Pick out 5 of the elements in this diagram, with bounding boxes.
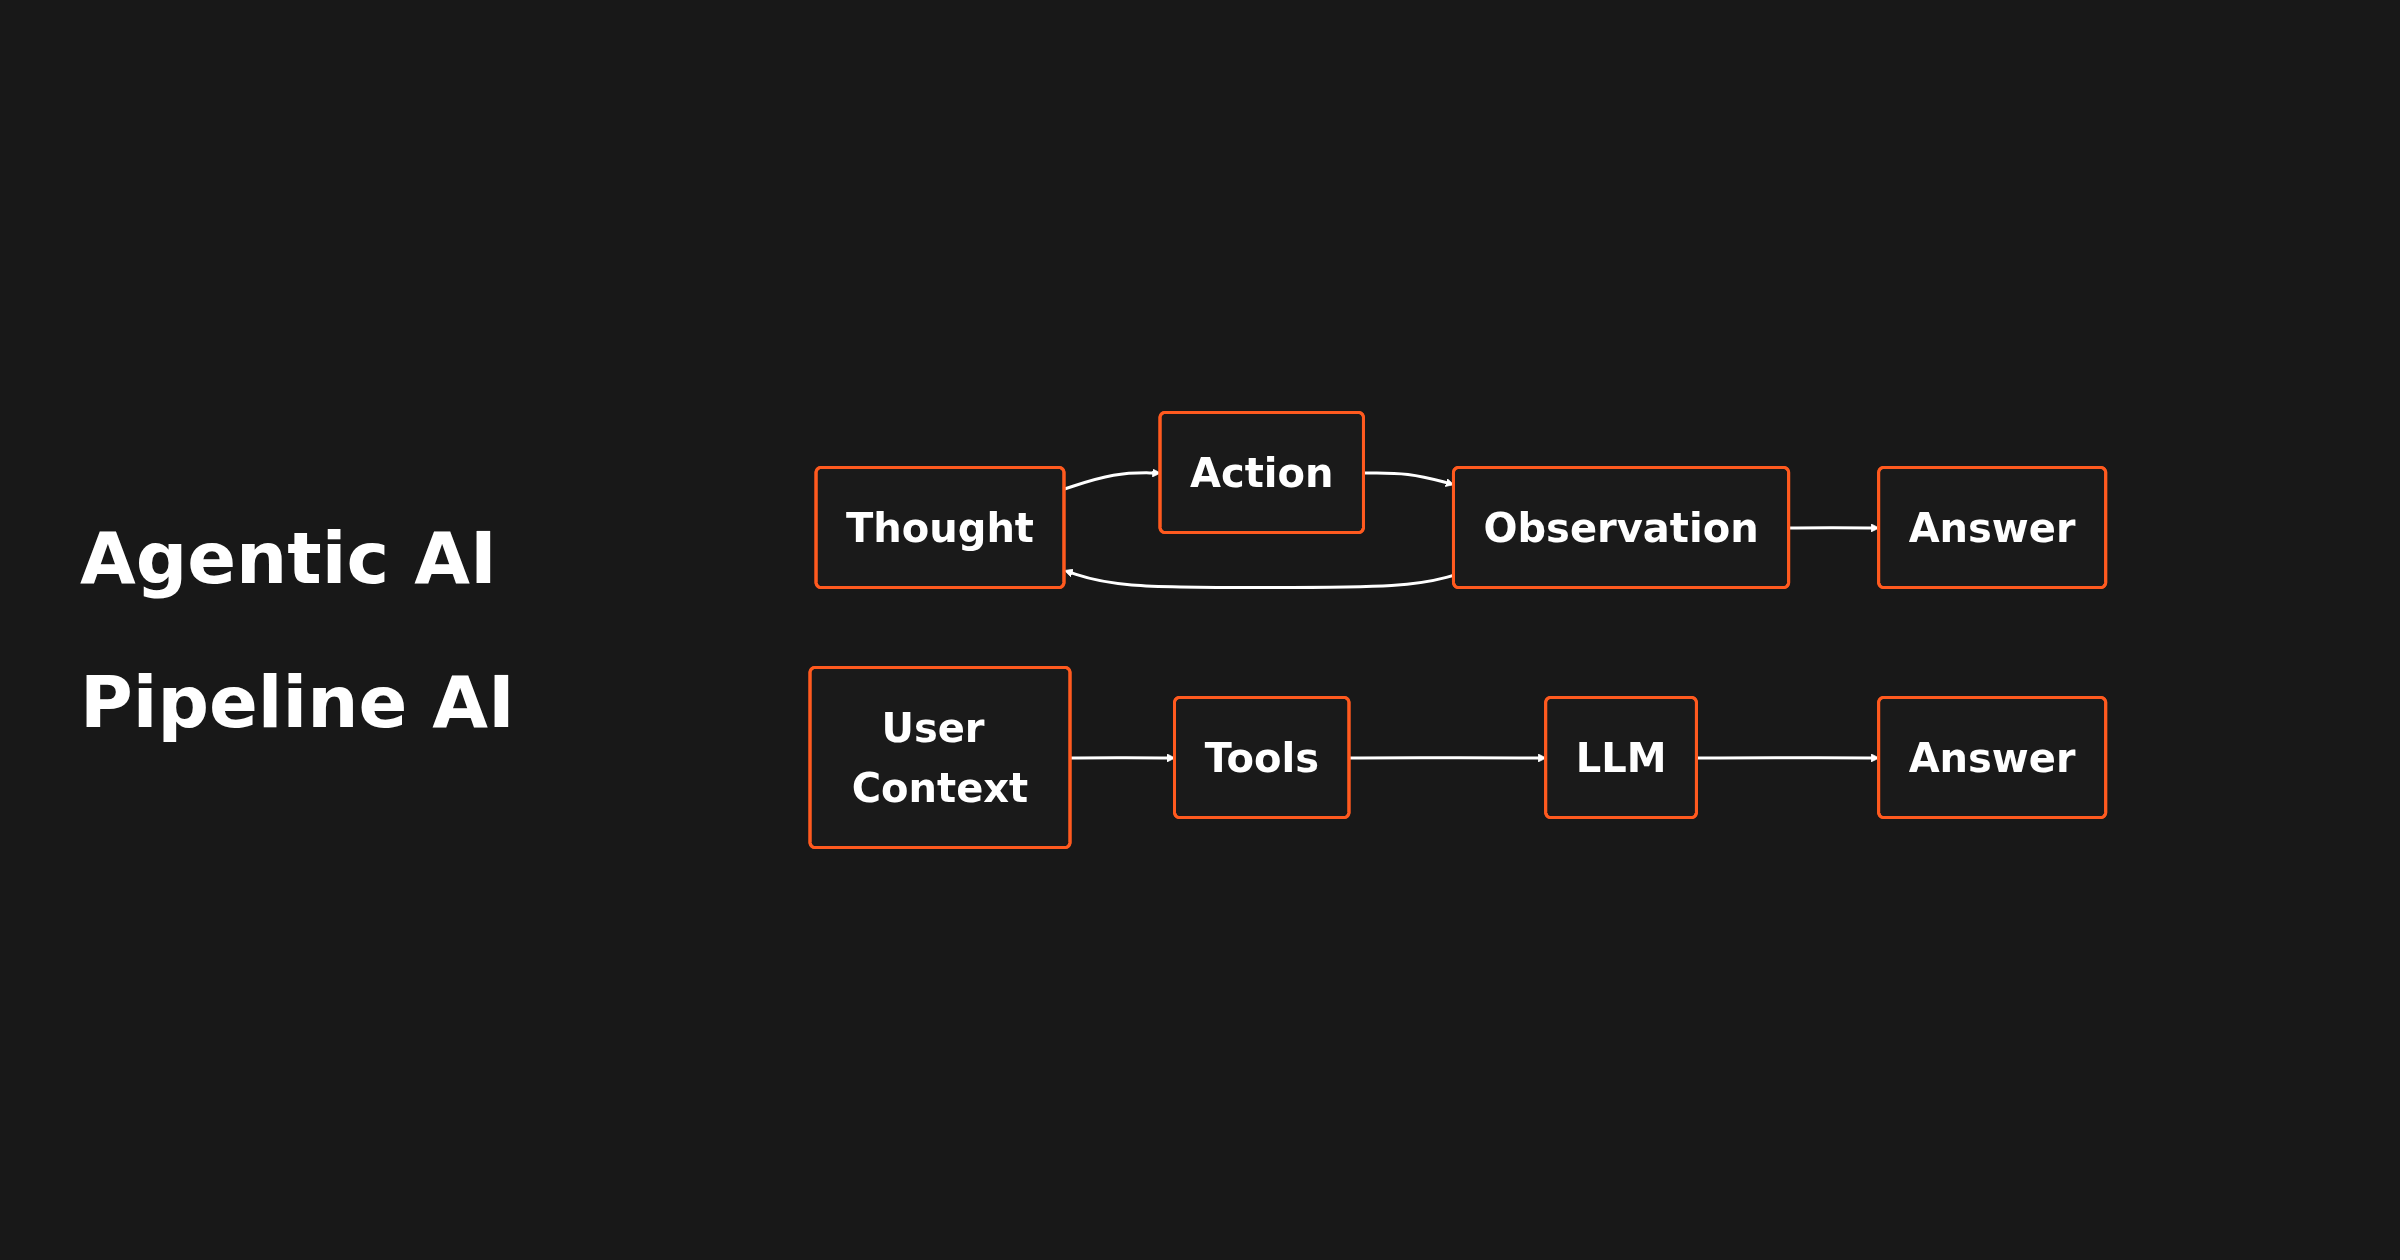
- section-heading: Agentic AI: [80, 516, 498, 600]
- section-heading: Pipeline AI: [80, 660, 515, 744]
- arrow: [1070, 753, 1175, 763]
- arrow: [1363, 471, 1454, 487]
- arrow: [1063, 568, 1454, 589]
